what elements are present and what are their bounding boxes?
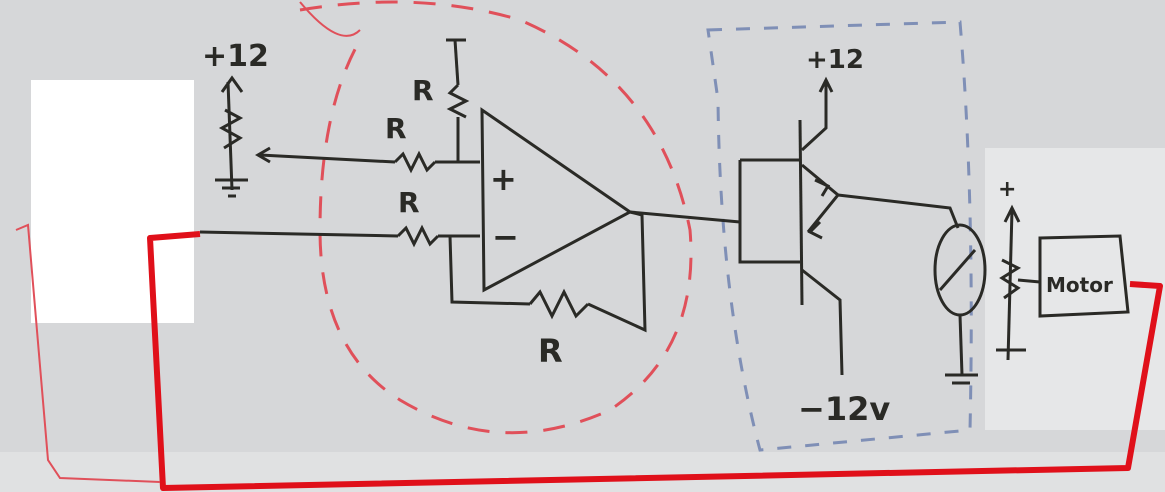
push-pull-transistors [738,76,960,376]
label-r-plus: R [385,112,407,145]
label-plus12-left: +12 [202,39,269,74]
label-plus-right: + [998,177,1016,202]
label-plus12-right: +12 [806,45,864,75]
label-r-top: R [412,74,434,107]
label-minus12: −12v [798,390,890,428]
redacted-block [31,80,194,323]
label-motor: Motor [1046,273,1113,297]
label-r-minus: R [398,186,420,219]
label-r-feedback: R [538,332,563,370]
label-opamp-plus: + [490,160,517,198]
motor-circuit [996,204,1130,361]
bias-resistor [446,38,470,162]
input-potentiometer [215,75,248,198]
red-feedback-loop [147,231,1163,491]
faint-red-mark [299,1,361,37]
faint-red-line [15,223,161,483]
output-device [933,223,987,385]
noninverting-input-wire [255,146,480,174]
opamp-triangle [480,107,633,293]
inverting-input-wire [199,224,480,248]
label-opamp-minus: − [492,218,519,256]
opamp-output-wire [629,210,741,224]
